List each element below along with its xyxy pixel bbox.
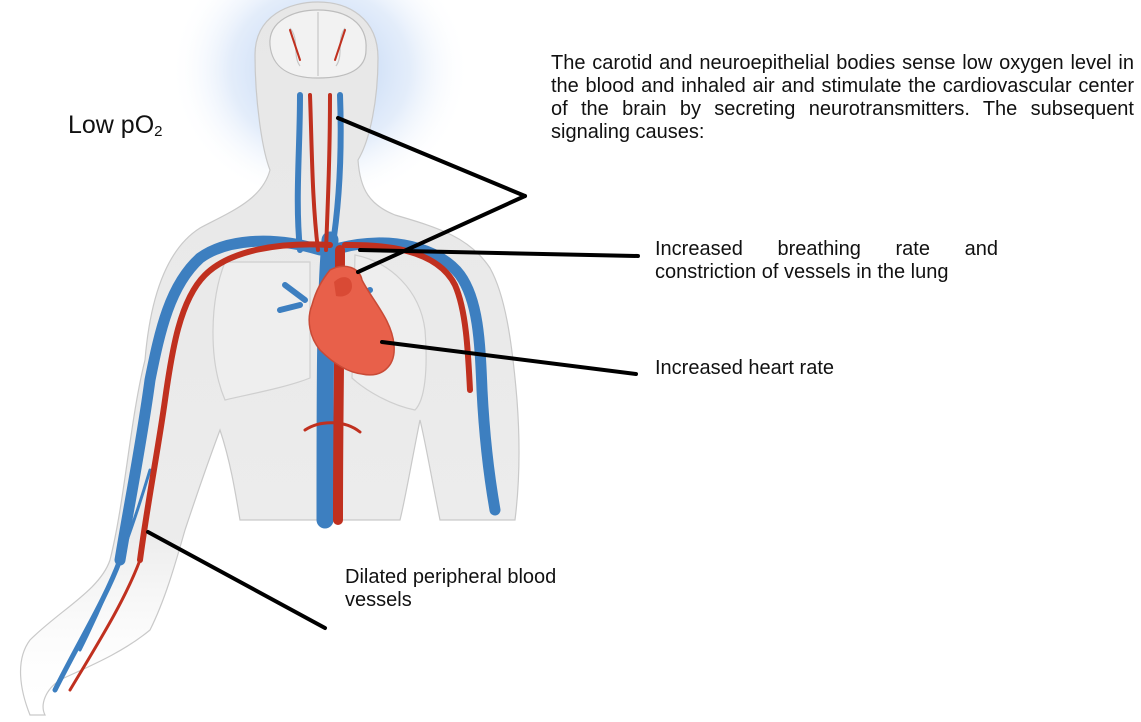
intro-description: The carotid and neuroepithelial bodies s… — [551, 52, 1134, 144]
low-oxygen-label-subscript: 2 — [154, 123, 162, 140]
leader-line-peripheral — [148, 532, 325, 628]
effect-lungs-label: Increased breathing rate and constrictio… — [655, 238, 998, 284]
effect-heart-label: Increased heart rate — [655, 357, 955, 380]
effect-peripheral-label: Dilated peripheral blood vessels — [345, 566, 585, 612]
low-oxygen-label: Low pO2 — [68, 110, 163, 147]
low-oxygen-label-prefix: Low pO — [68, 111, 154, 139]
